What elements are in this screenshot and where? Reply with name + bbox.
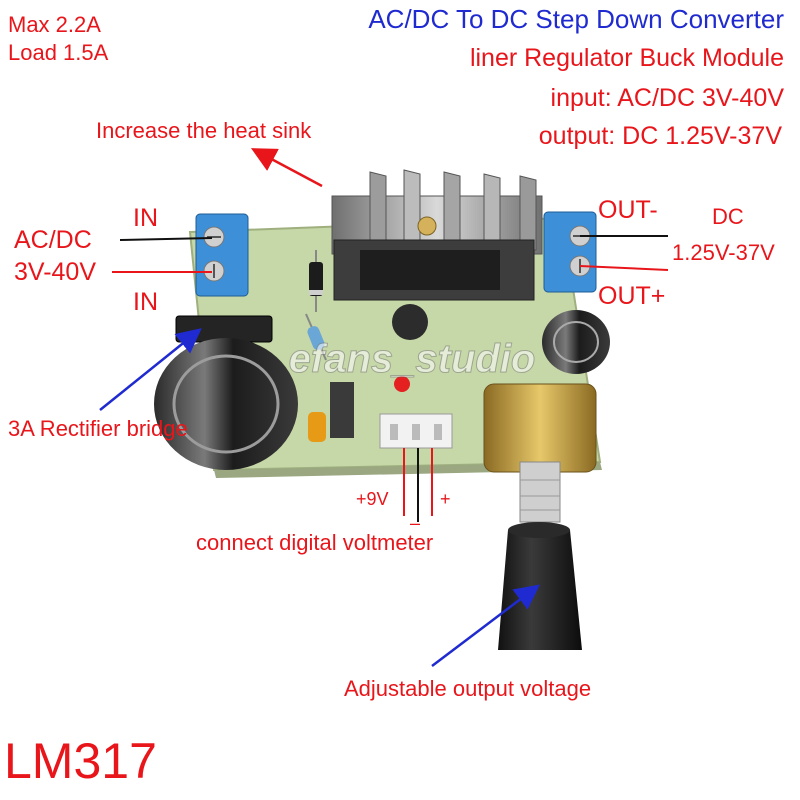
adjustable-label: Adjustable output voltage [344,676,592,701]
pin-plus-label: + [440,489,451,509]
diode [309,250,323,312]
max-current-label: Max 2.2A [8,12,101,37]
pin-9v-label: +9V [356,489,389,509]
out-minus-label: OUT- [598,196,658,224]
model-label: LM317 [4,733,157,789]
potentiometer-knob [498,522,582,650]
heat-sink-arrow [250,148,323,188]
out-type-label: DC [712,204,744,229]
small-capacitor [392,304,428,340]
input-terminal-block [195,213,249,297]
in-ac-line [119,237,213,241]
rectifier-label: 3A Rectifier bridge [8,416,188,441]
out-plus-label: OUT+ [598,282,666,310]
output-spec: output: DC 1.25V-37V [538,122,782,150]
adjust-arrow [431,584,540,667]
heat-sink-label: Increase the heat sink [96,118,312,143]
out-plus-line [579,265,669,271]
input-spec: input: AC/DC 3V-40V [550,84,784,112]
in-type-label: AC/DC [14,226,92,254]
title: AC/DC To DC Step Down Converter [368,4,784,34]
potentiometer [483,383,597,523]
in-bottom-label: IN [133,288,158,316]
large-capacitor [154,338,298,470]
pin-minus-label: – [410,513,421,533]
output-capacitor [542,310,610,374]
led [394,376,410,392]
voltmeter-label: connect digital voltmeter [196,530,434,555]
ic-chip [330,382,354,438]
voltmeter-leads [403,448,433,522]
in-range-label: 3V-40V [14,258,97,286]
load-current-label: Load 1.5A [8,40,109,65]
yellow-cap [308,412,326,442]
in-top-label: IN [133,204,158,232]
out-range-label: 1.25V-37V [672,240,775,265]
voltmeter-connector [379,413,453,449]
subtitle: liner Regulator Buck Module [469,44,784,72]
watermark: efans_studio [289,337,536,381]
heat-sink [331,169,543,301]
output-terminal-block [543,211,597,293]
resistor [305,313,327,361]
rectifier-arrow [99,328,202,411]
